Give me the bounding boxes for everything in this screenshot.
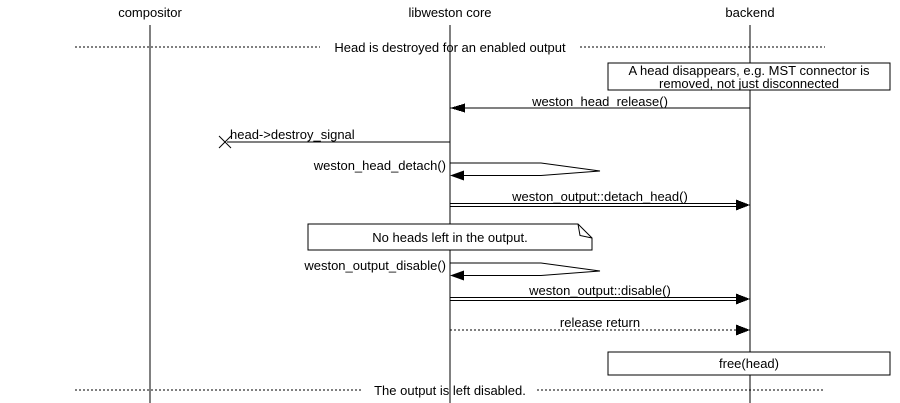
- arrowhead-left-icon: [450, 270, 464, 281]
- note-box-head-disappears: [607, 62, 891, 91]
- arrowhead-right-icon: [736, 293, 750, 305]
- arrowhead-left-icon: [450, 170, 464, 181]
- note-no-heads-left-text: No heads left in the output.: [372, 230, 528, 245]
- divider-output-disabled-label: The output is left disabled.: [374, 383, 526, 398]
- note-head-disappears-text: A head disappears, e.g. MST connector is…: [628, 63, 870, 91]
- message-detach-head-arrow: [450, 199, 750, 211]
- message-release-return-arrow: [450, 324, 750, 336]
- message-weston-head-release-arrow: [450, 103, 750, 113]
- arrowhead-left-icon: [450, 103, 465, 113]
- message-label-weston-head-detach: weston_head_detach(): [313, 158, 446, 173]
- box-free-head: [607, 351, 891, 376]
- message-head-detach-selfcall: [450, 162, 601, 181]
- participant-label-backend: backend: [725, 5, 775, 20]
- message-output-disable-arrow: [450, 293, 750, 305]
- note-no-heads-left: [307, 223, 593, 251]
- message-destroy-signal-arrow: [218, 135, 450, 149]
- message-label-detach-head: weston_output::detach_head(): [512, 189, 688, 204]
- box-free-head-text: free(head): [719, 356, 779, 371]
- arrowhead-right-icon: [736, 199, 750, 211]
- note-fold-icon: [577, 223, 593, 239]
- participant-label-libweston-core: libweston core: [408, 5, 492, 20]
- message-label-release-return: release return: [559, 315, 641, 330]
- message-label-weston-output-disable: weston_output_disable(): [304, 258, 446, 273]
- message-label-output-disable: weston_output::disable(): [529, 283, 671, 298]
- message-label-weston-head-release: weston_head_release(): [532, 94, 668, 109]
- arrowhead-right-icon: [736, 324, 750, 336]
- participant-label-compositor: compositor: [118, 5, 182, 20]
- divider-head-destroyed-label: Head is destroyed for an enabled output: [334, 40, 566, 55]
- lost-message-cross-icon: [218, 135, 232, 149]
- message-output-disable-selfcall: [450, 262, 601, 281]
- message-label-destroy-signal: head->destroy_signal: [230, 127, 355, 142]
